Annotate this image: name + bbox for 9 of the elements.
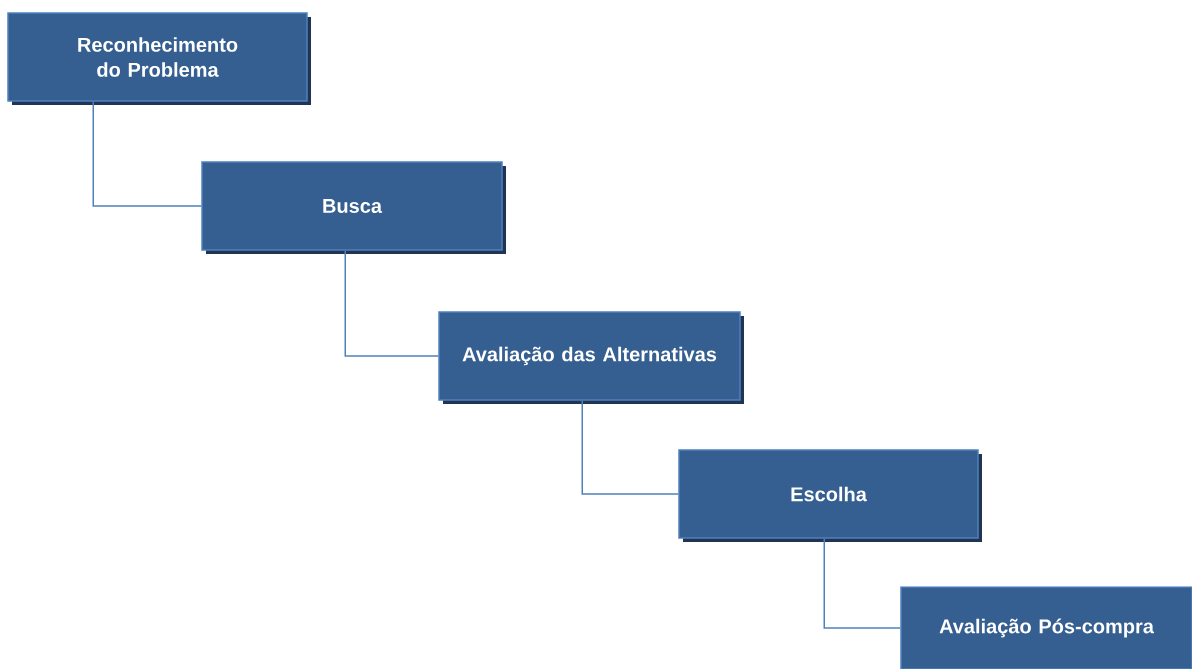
connector [92, 101, 202, 207]
connector [581, 400, 679, 495]
process-box: Escolha [678, 449, 982, 542]
process-box: Reconhecimento do Problema [7, 12, 311, 105]
process-box: Avaliação das Alternativas [438, 311, 744, 404]
connector [344, 250, 439, 357]
connector [823, 538, 901, 629]
process-box: Busca [201, 161, 506, 254]
process-box: Avaliação Pós-compra [900, 586, 1192, 669]
